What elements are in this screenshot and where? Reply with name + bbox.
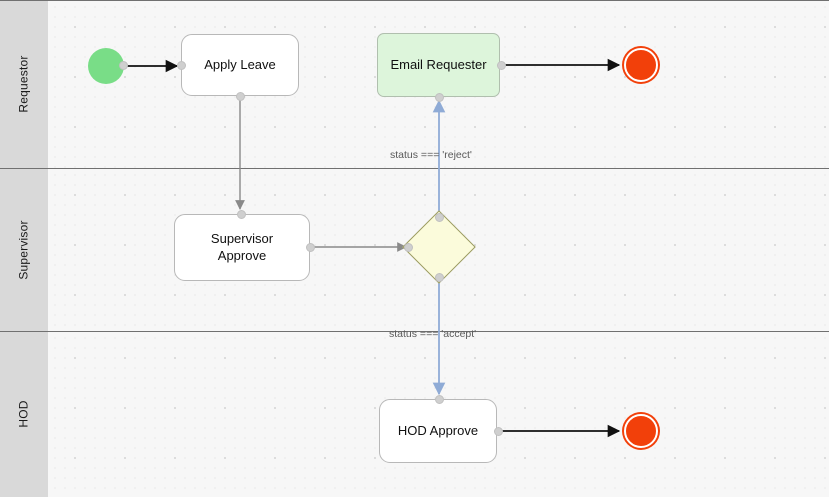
- lane-label-requestor: Requestor: [17, 55, 32, 113]
- task-apply-leave[interactable]: Apply Leave: [181, 34, 299, 96]
- lane-label-supervisor: Supervisor: [17, 219, 32, 280]
- task-hod-approve-port-right[interactable]: [494, 427, 503, 436]
- task-hod-approve[interactable]: HOD Approve: [379, 399, 497, 463]
- edge-label-accept: status === 'accept': [389, 328, 477, 340]
- gateway-port-top[interactable]: [435, 213, 444, 222]
- task-supervisor-approve-port-top[interactable]: [237, 210, 246, 219]
- lane-label-hod: HOD: [17, 400, 31, 428]
- task-apply-leave-port-bottom[interactable]: [236, 92, 245, 101]
- task-email-requester-port-right[interactable]: [497, 61, 506, 70]
- task-apply-leave-port-left[interactable]: [177, 61, 186, 70]
- edge-label-reject: status === 'reject': [390, 149, 472, 161]
- end-event-hod[interactable]: [624, 414, 658, 448]
- task-hod-approve-port-top[interactable]: [435, 395, 444, 404]
- pool-top-border: [0, 0, 829, 1]
- lane-divider-1: [0, 168, 829, 169]
- task-hod-approve-label: HOD Approve: [397, 422, 479, 438]
- task-email-requester[interactable]: Email Requester: [377, 33, 500, 97]
- start-event[interactable]: [88, 48, 124, 84]
- start-event-port-right[interactable]: [119, 61, 128, 70]
- lane-divider-2: [0, 331, 829, 332]
- gateway-port-left[interactable]: [404, 243, 413, 252]
- lane-header-requestor[interactable]: Requestor: [0, 0, 48, 168]
- lane-header-supervisor[interactable]: Supervisor: [0, 168, 48, 331]
- task-supervisor-approve[interactable]: Supervisor Approve: [174, 214, 310, 281]
- task-apply-leave-label: Apply Leave: [204, 56, 276, 72]
- task-email-requester-label: Email Requester: [390, 56, 487, 72]
- task-supervisor-approve-port-right[interactable]: [306, 243, 315, 252]
- task-email-requester-port-bottom[interactable]: [435, 93, 444, 102]
- gateway-port-bottom[interactable]: [435, 273, 444, 282]
- task-supervisor-approve-label: Supervisor Approve: [210, 231, 274, 263]
- lane-header-hod[interactable]: HOD: [0, 331, 48, 497]
- end-event-requestor[interactable]: [624, 48, 658, 82]
